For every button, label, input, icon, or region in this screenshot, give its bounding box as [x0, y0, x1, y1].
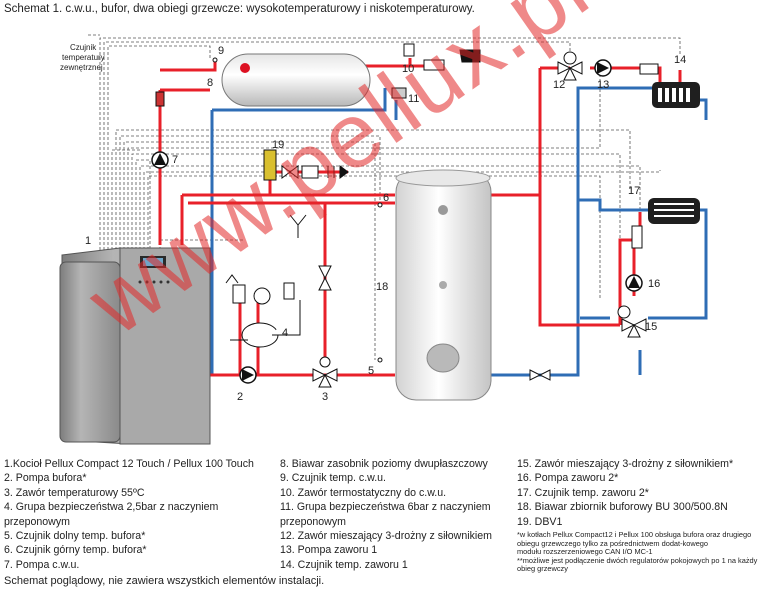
legend-item: 9. Czujnik temp. c.w.u. — [280, 472, 386, 485]
legend-item: 13. Pompa zaworu 1 — [280, 544, 378, 557]
underfloor-heating — [648, 198, 700, 224]
svg-text:13: 13 — [597, 79, 609, 91]
svg-text:12: 12 — [553, 79, 565, 91]
svg-text:temperatury: temperatury — [62, 53, 105, 62]
legend-item: 8. Biawar zasobnik poziomy dwupłaszczowy — [280, 458, 488, 470]
legend-item: 10. Zawór termostatyczny do c.w.u. — [280, 486, 447, 499]
legend-item: 1.Kocioł Pellux Compact 12 Touch / Pellu… — [4, 458, 254, 470]
svg-text:3: 3 — [322, 391, 328, 403]
legend-item: 17. Czujnik temp. zaworu 2* — [517, 486, 649, 499]
footer-note: Schemat poglądowy, nie zawiera wszystkic… — [4, 575, 325, 587]
legend-item: 18. Biawar zbiornik buforowy BU 300/500.… — [517, 501, 728, 514]
svg-text:zewnętrznej: zewnętrznej — [60, 63, 103, 72]
legend-item: 7. Pompa c.w.u. — [4, 558, 80, 571]
pump-buffer — [239, 366, 257, 384]
svg-text:5: 5 — [368, 365, 374, 377]
safety-group — [225, 274, 301, 348]
check-valve-bypass — [318, 265, 332, 291]
footnote: modułu rozszerzeniowego CAN I/O MC-1 — [517, 547, 653, 557]
footnotes: *w kotłach Pellux Compact12 i Pellux 100… — [517, 530, 765, 574]
safety-group-dhw — [391, 87, 407, 99]
pump-zone-1 — [594, 59, 612, 77]
outdoor-sensor-label: Czujnik temperatury zewnętrznej — [60, 43, 105, 72]
legend-column-2: 8. Biawar zasobnik poziomy dwupłaszczowy… — [280, 457, 512, 572]
pump-dhw — [151, 151, 169, 169]
mixing-valve-boiler — [312, 356, 338, 388]
svg-text:10: 10 — [402, 63, 414, 75]
svg-text:4: 4 — [282, 327, 288, 339]
svg-text:1: 1 — [85, 235, 91, 247]
radiator-1 — [652, 82, 700, 108]
svg-text:14: 14 — [674, 54, 686, 66]
pump-zone-2 — [625, 274, 643, 292]
svg-text:7: 7 — [172, 154, 178, 166]
mixing-valve-zone-1 — [557, 51, 583, 81]
svg-text:18: 18 — [376, 281, 388, 293]
svg-text:9: 9 — [218, 45, 224, 57]
dbv-group — [263, 149, 349, 238]
boiler — [59, 247, 211, 445]
svg-text:2: 2 — [237, 391, 243, 403]
svg-text:11: 11 — [408, 93, 419, 105]
svg-text:15: 15 — [645, 321, 657, 333]
callout-numbers: 1 2 3 4 5 6 7 8 9 10 11 12 13 14 15 16 1… — [85, 45, 686, 403]
svg-text:16: 16 — [648, 278, 660, 290]
svg-text:8: 8 — [207, 77, 213, 89]
legend-column-3: 15. Zawór mieszający 3-drożny z siłownik… — [517, 457, 765, 529]
legend-item: 4. Grupa bezpieczeństwa 2,5bar z naczyni… — [4, 501, 219, 528]
legend-item: 6. Czujnik górny temp. bufora* — [4, 544, 147, 557]
legend-item: 15. Zawór mieszający 3-drożny z siłownik… — [517, 458, 734, 470]
svg-text:17: 17 — [628, 185, 640, 197]
legend-column-1: 1.Kocioł Pellux Compact 12 Touch / Pellu… — [4, 457, 276, 572]
thermostatic-valve — [403, 43, 481, 71]
legend-item: 3. Zawór temperaturowy 55ºC — [4, 486, 145, 499]
legend-item: 12. Zawór mieszający 3-drożny z siłownik… — [280, 530, 492, 543]
diagram-title: Schemat 1. c.w.u., bufor, dwa obiegi grz… — [4, 3, 475, 15]
heating-schematic: Czujnik temperatury zewnętrznej 1 2 3 4 … — [59, 34, 708, 445]
sensor-markers — [155, 57, 659, 363]
dhw-tank-horizontal — [221, 53, 371, 107]
footnote: **możliwe jest podłączenie dwóch regulat… — [517, 555, 758, 574]
legend-item: 14. Czujnik temp. zaworu 1 — [280, 558, 408, 571]
legend-item: 19. DBV1 — [517, 515, 563, 528]
footnote: *w kotłach Pellux Compact12 i Pellux 100… — [517, 530, 752, 548]
legend-item: 16. Pompa zaworu 2* — [517, 472, 619, 485]
svg-text:Czujnik: Czujnik — [70, 43, 97, 52]
svg-text:6: 6 — [383, 192, 389, 204]
valve-return — [529, 369, 551, 381]
mixing-valve-zone-2 — [617, 305, 647, 338]
legend-item: 11. Grupa bezpieczeństwa 6bar z naczynie… — [280, 501, 491, 528]
buffer-tank — [395, 169, 492, 401]
legend-item: 2. Pompa bufora* — [4, 472, 87, 485]
legend-item: 5. Czujnik dolny temp. bufora* — [4, 530, 146, 543]
svg-text:19: 19 — [272, 139, 284, 151]
